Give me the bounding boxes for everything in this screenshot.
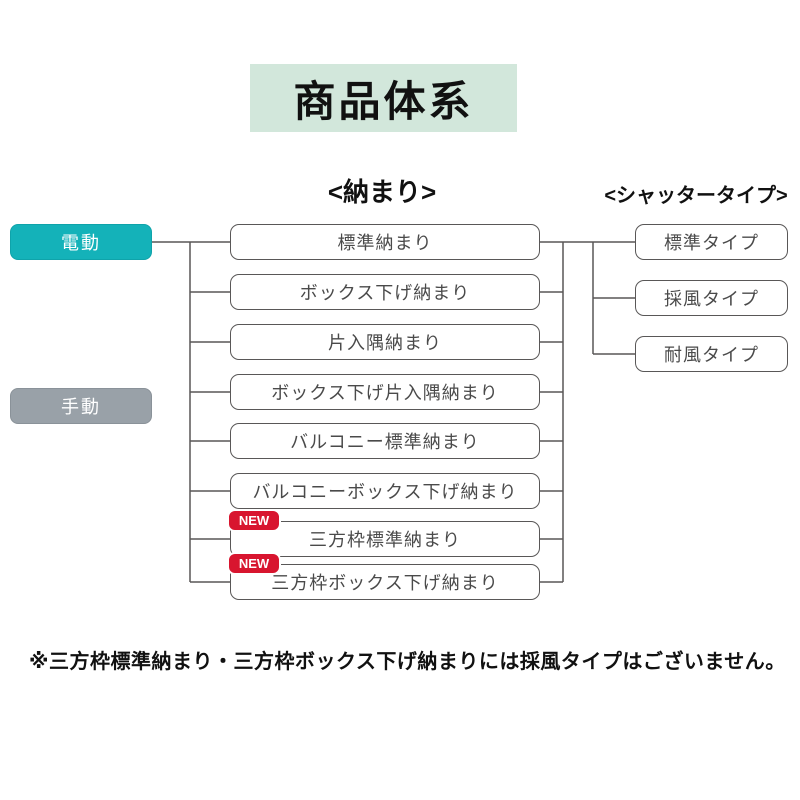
- fitting-box-single-corner: 片入隅納まり: [230, 324, 540, 360]
- page-title: 商品体系: [250, 64, 517, 132]
- new-badge: NEW: [227, 509, 281, 532]
- fitting-box-three-side-frame-standard: 三方枠標準納まり: [230, 521, 540, 557]
- fitting-box-box-lowered: ボックス下げ納まり: [230, 274, 540, 310]
- fitting-box-standard: 標準納まり: [230, 224, 540, 260]
- drive-type-manual: 手動: [10, 388, 152, 424]
- fitting-box-box-lowered-single-corner: ボックス下げ片入隅納まり: [230, 374, 540, 410]
- footnote: ※三方枠標準納まり・三方枠ボックス下げ納まりには採風タイプはございません。: [29, 651, 786, 673]
- fitting-box-balcony-box-lowered: バルコニーボックス下げ納まり: [230, 473, 540, 509]
- new-badge: NEW: [227, 552, 281, 575]
- fitting-box-balcony-standard: バルコニー標準納まり: [230, 423, 540, 459]
- shutter-type-box-ventilation: 採風タイプ: [635, 280, 788, 316]
- column-header-shutter-type: <シャッタータイプ>: [604, 185, 788, 207]
- column-header-fitting: <納まり>: [327, 177, 437, 207]
- shutter-type-box-wind-resistant: 耐風タイプ: [635, 336, 788, 372]
- drive-type-electric: 電動: [10, 224, 152, 260]
- fitting-box-three-side-frame-box-lowered: 三方枠ボックス下げ納まり: [230, 564, 540, 600]
- shutter-type-box-standard: 標準タイプ: [635, 224, 788, 260]
